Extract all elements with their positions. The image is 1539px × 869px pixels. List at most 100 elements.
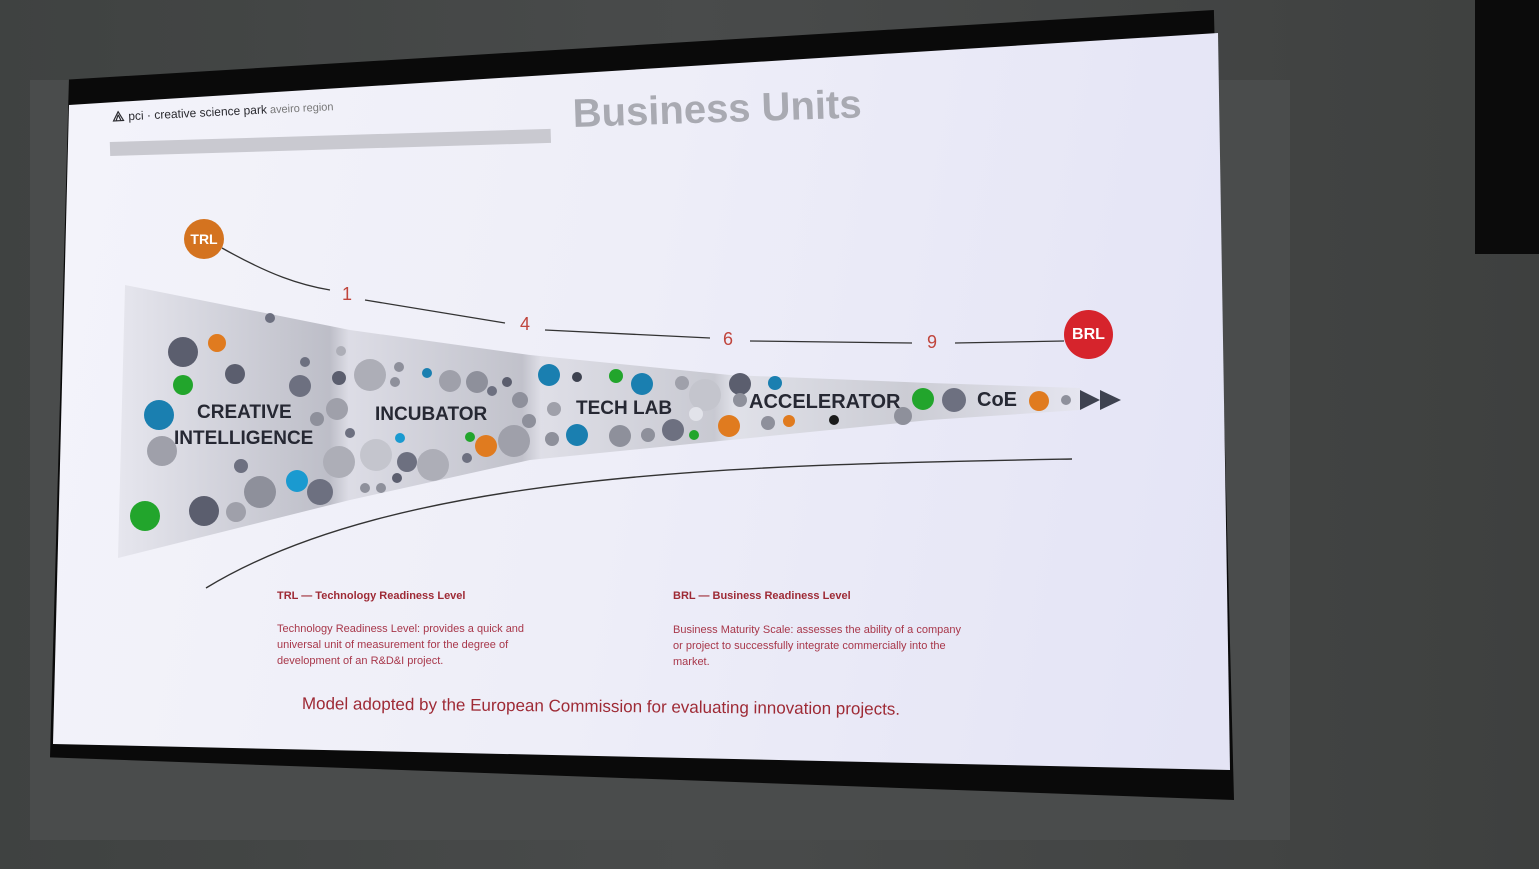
dot xyxy=(631,373,653,395)
dot xyxy=(234,459,248,473)
level-number-1: 1 xyxy=(342,284,353,304)
dot xyxy=(332,371,346,385)
dot xyxy=(829,415,839,425)
dot xyxy=(1029,391,1049,411)
dot xyxy=(173,375,193,395)
dot xyxy=(729,373,751,395)
dot xyxy=(226,502,246,522)
stage-label-coe: CoE xyxy=(977,389,1017,411)
brl-definition-title: BRL — Business Readiness Level xyxy=(673,590,851,602)
dot xyxy=(462,453,472,463)
dot xyxy=(487,386,497,396)
stage-label-intelligence: INTELLIGENCE xyxy=(174,428,314,449)
dot xyxy=(547,402,561,416)
dot xyxy=(189,496,219,526)
dot xyxy=(144,400,174,430)
dot xyxy=(310,412,324,426)
dot xyxy=(545,432,559,446)
stage-label-accelerator: ACCELERATOR xyxy=(749,391,901,413)
dot xyxy=(390,377,400,387)
dot xyxy=(300,357,310,367)
trl-curve-line xyxy=(221,247,331,291)
dot xyxy=(265,313,275,323)
dot xyxy=(783,415,795,427)
dot xyxy=(360,439,392,471)
dot xyxy=(336,346,346,356)
dot xyxy=(538,364,560,386)
dot xyxy=(641,428,655,442)
dot xyxy=(323,446,355,478)
dot xyxy=(147,436,177,466)
dot xyxy=(733,393,747,407)
stage-label-incubator: INCUBATOR xyxy=(375,404,488,425)
dot xyxy=(376,483,386,493)
level-number-9: 9 xyxy=(927,332,938,352)
dot xyxy=(609,425,631,447)
dot xyxy=(662,419,684,441)
dot xyxy=(466,371,488,393)
dot xyxy=(417,449,449,481)
dot xyxy=(718,415,740,437)
dot xyxy=(168,337,198,367)
arrow-head-2 xyxy=(1100,390,1121,410)
dot xyxy=(289,375,311,397)
dot xyxy=(465,432,475,442)
dot xyxy=(130,501,160,531)
dot xyxy=(942,388,966,412)
arrow-head-1 xyxy=(1080,390,1100,410)
dot xyxy=(422,368,432,378)
dot xyxy=(768,376,782,390)
dot xyxy=(354,359,386,391)
dots-group xyxy=(130,313,1071,531)
brl-definition-text: Business Maturity Scale: assesses the ab… xyxy=(673,624,961,668)
dot xyxy=(345,428,355,438)
level-line-3 xyxy=(749,340,913,344)
dot xyxy=(208,334,226,352)
level-line-2 xyxy=(544,329,711,339)
level-line-1 xyxy=(364,299,506,324)
dot xyxy=(326,398,348,420)
dot xyxy=(689,430,699,440)
dot xyxy=(512,392,528,408)
dot xyxy=(1061,395,1071,405)
dot xyxy=(572,372,582,382)
level-number-6: 6 xyxy=(723,329,734,349)
dot xyxy=(394,362,404,372)
pci-logo-icon xyxy=(112,110,125,122)
dot xyxy=(475,435,497,457)
trl-definition-title: TRL — Technology Readiness Level xyxy=(277,590,466,602)
trl-definition-text: Technology Readiness Level: provides a q… xyxy=(277,623,525,667)
level-number-4: 4 xyxy=(520,314,531,334)
dot xyxy=(522,414,536,428)
dot xyxy=(225,364,245,384)
dot xyxy=(566,424,588,446)
dot xyxy=(689,379,721,411)
dot xyxy=(609,369,623,383)
dot xyxy=(761,416,775,430)
dot xyxy=(395,433,405,443)
dot xyxy=(498,425,530,457)
funnel-shape xyxy=(118,285,1080,558)
dot xyxy=(392,473,402,483)
dot xyxy=(675,376,689,390)
dot xyxy=(439,370,461,392)
speaker-cabinet xyxy=(1475,0,1539,254)
brl-badge: BRL xyxy=(1064,310,1113,359)
level-line-4 xyxy=(954,340,1065,344)
dot xyxy=(689,407,703,421)
stage-label-tech-lab: TECH LAB xyxy=(576,398,673,419)
dot xyxy=(912,388,934,410)
dot xyxy=(502,377,512,387)
dot xyxy=(360,483,370,493)
dot xyxy=(244,476,276,508)
dot xyxy=(286,470,308,492)
dot xyxy=(397,452,417,472)
dot xyxy=(894,407,912,425)
stage-label-creative: CREATIVE xyxy=(197,402,292,423)
trl-badge: TRL xyxy=(184,219,224,259)
dot xyxy=(307,479,333,505)
lower-curve-line xyxy=(205,458,1073,589)
